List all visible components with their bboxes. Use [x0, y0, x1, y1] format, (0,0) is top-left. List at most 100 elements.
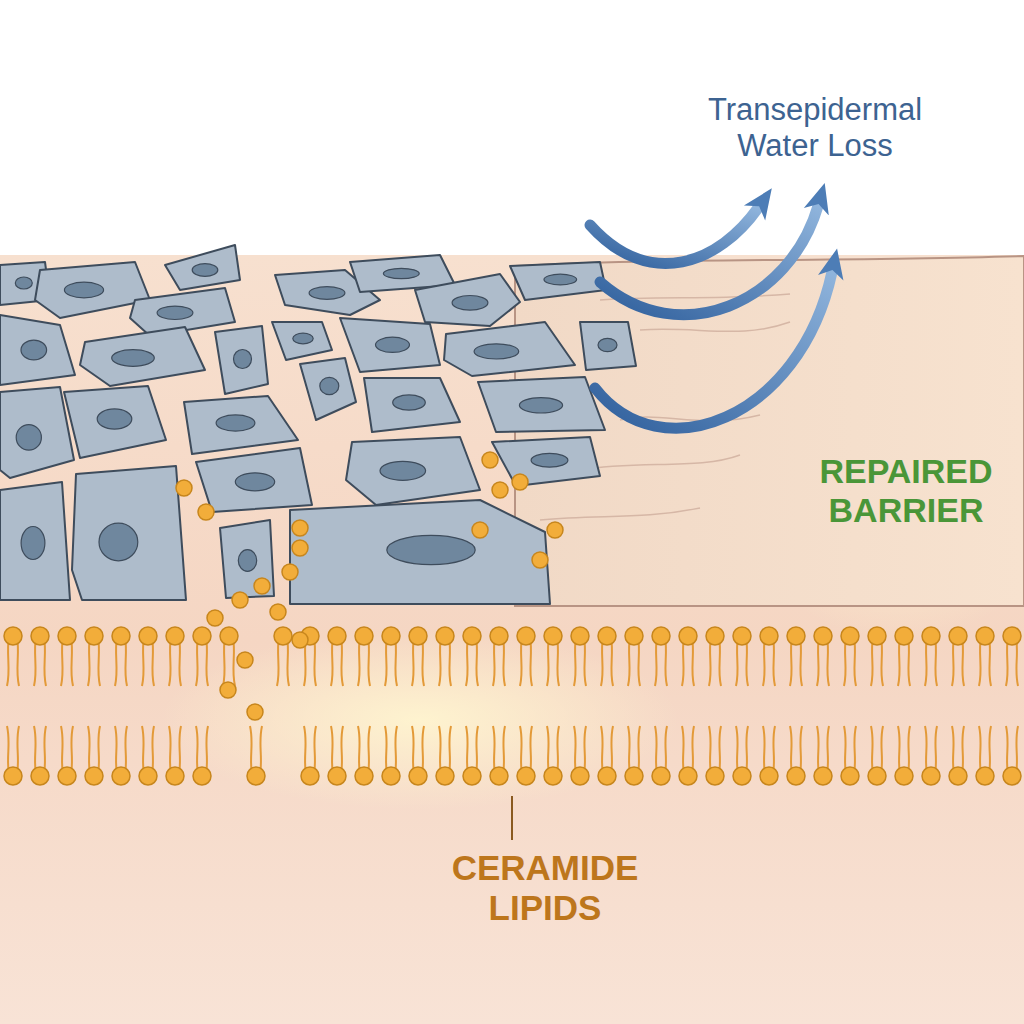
cell-nucleus [376, 337, 410, 352]
lipid-head [382, 627, 400, 645]
cell-body [215, 326, 268, 394]
ceramide-lipid [706, 627, 724, 686]
lipid-head [733, 767, 751, 785]
ceramide-lipid [949, 627, 967, 686]
ceramide-lipid [544, 627, 562, 686]
corneocyte [580, 322, 636, 370]
lipid-head [355, 627, 373, 645]
loose-lipid [512, 474, 528, 490]
ceramide-lipid [922, 726, 940, 785]
lipid-head [1003, 767, 1021, 785]
ceramide-lipid [112, 726, 130, 785]
ceramide-lipid [58, 726, 76, 785]
lipid-head [463, 627, 481, 645]
ceramide-lipid [409, 627, 427, 686]
cell-nucleus [387, 535, 475, 564]
lipid-head [112, 767, 130, 785]
cell-body [364, 378, 460, 432]
ceramide-lipid [679, 627, 697, 686]
ceramide-lipid [895, 627, 913, 686]
loose-lipid [220, 682, 236, 698]
cell-nucleus [21, 527, 45, 560]
ceramide-lipid [274, 627, 292, 686]
lipid-head [382, 767, 400, 785]
lipid-head [949, 627, 967, 645]
corneocyte [364, 378, 460, 432]
ceramide-lipid [355, 726, 373, 785]
loose-lipid [282, 564, 298, 580]
ceramide-lipid [139, 627, 157, 686]
corneocyte [0, 482, 70, 600]
lipid-head [193, 627, 211, 645]
cell-body [300, 358, 356, 420]
ceramide-lipid [949, 726, 967, 785]
lipid-head [139, 767, 157, 785]
skin-ground [0, 255, 1024, 1024]
ceramide-lipid [922, 627, 940, 686]
corneocyte [196, 448, 312, 512]
ceramide-lipid [814, 627, 832, 686]
ceramide-lipid [58, 627, 76, 686]
glow [160, 630, 680, 810]
lipid-head [274, 627, 292, 645]
ceramide-lipid [787, 726, 805, 785]
ceramide-lipid [571, 726, 589, 785]
cell-body [510, 262, 606, 300]
ceramide-lipid [652, 627, 670, 686]
cell-nucleus [544, 274, 577, 285]
lipid-head [760, 627, 778, 645]
cell-body [196, 448, 312, 512]
ceramide-lipid [868, 627, 886, 686]
ceramide-lipid [436, 726, 454, 785]
ceramide-lipid [382, 627, 400, 686]
cell-body [492, 437, 600, 486]
ceramide-lipid [868, 726, 886, 785]
cell-nucleus [238, 550, 256, 572]
lipid-head [598, 627, 616, 645]
ceramide-lipid [463, 627, 481, 686]
lipid-head [976, 767, 994, 785]
cell-nucleus [452, 296, 488, 311]
loose-lipid [176, 480, 192, 496]
lipid-head [787, 627, 805, 645]
lipid-head [1003, 627, 1021, 645]
ceramide-lipid [760, 726, 778, 785]
lipid-head [868, 627, 886, 645]
cell-outline [540, 508, 700, 520]
corneocyte [220, 520, 274, 598]
corneocyte [478, 377, 605, 432]
ceramide-lipid [166, 627, 184, 686]
ceramide-lipid [1003, 726, 1021, 785]
lipid-head [166, 767, 184, 785]
cell-nucleus [234, 350, 252, 369]
lipid-head [895, 627, 913, 645]
lipid-head [436, 767, 454, 785]
cell-body [72, 466, 186, 600]
ceramide-lipid [139, 726, 157, 785]
cell-nucleus [380, 461, 426, 480]
ceramide-lipid [706, 726, 724, 785]
water-loss-arrow [600, 206, 818, 315]
lipid-head [976, 627, 994, 645]
loose-lipid [492, 482, 508, 498]
loose-lipid [547, 522, 563, 538]
corneocyte [492, 437, 600, 486]
ceramide-lipid [193, 627, 211, 686]
cell-outline [640, 322, 790, 331]
cell-nucleus [192, 264, 218, 277]
cell-body [64, 386, 166, 458]
corneocyte [80, 327, 205, 386]
loose-lipid [232, 592, 248, 608]
lipid-head [760, 767, 778, 785]
lipid-head [625, 627, 643, 645]
cell-body [0, 482, 70, 600]
text-label: CERAMIDE LIPIDS [420, 848, 670, 929]
corneocyte [340, 318, 440, 372]
corneocyte [0, 315, 75, 385]
lipid-head [490, 767, 508, 785]
lipid-head [868, 767, 886, 785]
cell-body [220, 520, 274, 598]
ceramide-lipid [598, 627, 616, 686]
lipid-head [112, 627, 130, 645]
corneocyte [64, 386, 166, 458]
